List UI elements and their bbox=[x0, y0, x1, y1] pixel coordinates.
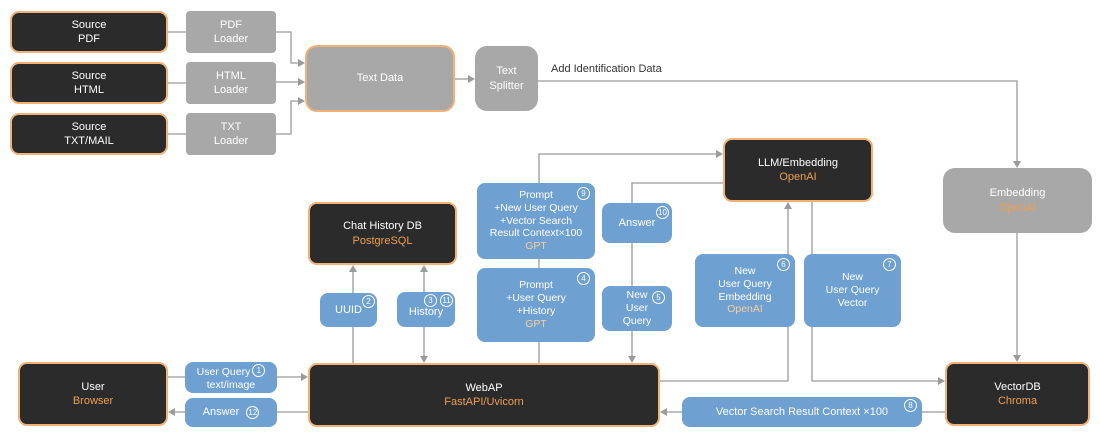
node-subtitle: Loader bbox=[213, 135, 249, 147]
node-new-user-query-5: 5 New User Query bbox=[602, 286, 672, 331]
node-subtitle: Loader bbox=[213, 33, 249, 45]
node-source-txt-mail: Source TXT/MAIL bbox=[10, 113, 168, 155]
node-user-browser: User Browser bbox=[18, 362, 168, 426]
node-txt-loader: TXT Loader bbox=[186, 113, 276, 155]
step-badge: 11 bbox=[440, 294, 453, 307]
step-badge: 10 bbox=[656, 206, 669, 219]
node-line: New bbox=[734, 264, 756, 277]
node-line: Embedding bbox=[718, 290, 772, 303]
node-subtitle: Splitter bbox=[489, 79, 524, 92]
step-badge: 7 bbox=[883, 258, 896, 271]
node-line: User Query bbox=[718, 277, 772, 290]
node-history-3-11: 3 11 History bbox=[397, 292, 455, 327]
node-prompt-9: 9 Prompt +New User Query +Vector Search … bbox=[477, 183, 595, 259]
node-line: New bbox=[626, 289, 648, 302]
node-title: PDF bbox=[220, 18, 242, 31]
node-answer-12: Answer 12 bbox=[185, 398, 277, 427]
step-badge: 12 bbox=[246, 406, 260, 419]
node-title: Source bbox=[71, 18, 107, 31]
node-line: Vector bbox=[837, 296, 868, 309]
node-line: +Vector Search bbox=[499, 214, 573, 227]
step-badge: 5 bbox=[652, 291, 665, 304]
node-line: Result Context×100 bbox=[489, 227, 583, 240]
node-vector-search-result-8: 8 Vector Search Result Context ×100 bbox=[682, 397, 922, 427]
add-identification-data-label: Add Identification Data bbox=[551, 63, 662, 75]
node-title: UUID bbox=[335, 303, 362, 316]
node-webap: WebAP FastAPI/Uvicorn bbox=[308, 363, 660, 427]
node-title: Answer bbox=[618, 216, 656, 229]
node-title: User bbox=[81, 380, 105, 393]
node-new-user-query-embedding-6: 6 New User Query Embedding OpenAI bbox=[695, 254, 795, 327]
node-subtitle: HTML bbox=[74, 84, 104, 96]
node-uuid-2: 2 UUID bbox=[320, 293, 377, 327]
node-line: Prompt bbox=[519, 189, 553, 201]
node-title: HTML bbox=[216, 69, 246, 82]
node-line: User Query bbox=[825, 284, 880, 297]
node-title: TXT bbox=[220, 120, 242, 133]
node-line: Prompt bbox=[519, 279, 553, 292]
step-badge: 9 bbox=[577, 187, 590, 200]
node-line: Query bbox=[622, 314, 652, 327]
node-title: Source bbox=[71, 120, 107, 133]
step-badge: 4 bbox=[577, 272, 590, 285]
node-subtitle: text/image bbox=[206, 378, 256, 391]
node-prompt-4: 4 Prompt +User Query +History GPT bbox=[477, 268, 595, 342]
node-title: Embedding bbox=[989, 187, 1046, 200]
node-title: Vector Search Result Context ×100 bbox=[715, 405, 889, 418]
node-pdf-loader: PDF Loader bbox=[186, 11, 276, 53]
node-tech: OpenAI bbox=[998, 201, 1037, 214]
node-source-html: Source HTML bbox=[10, 62, 168, 104]
node-chat-history-db: Chat History DB PostgreSQL bbox=[308, 202, 457, 265]
step-badge: 2 bbox=[362, 295, 375, 308]
node-title: Chat History DB bbox=[343, 220, 422, 233]
node-subtitle: Loader bbox=[213, 84, 249, 96]
node-title: History bbox=[408, 306, 444, 319]
node-source-pdf: Source PDF bbox=[10, 11, 168, 53]
node-title: WebAP bbox=[465, 381, 503, 394]
node-vectordb: VectorDB Chroma bbox=[945, 362, 1090, 426]
step-badge: 3 bbox=[424, 294, 437, 307]
node-line: +New User Query bbox=[494, 201, 578, 214]
node-llm-embedding: LLM/Embedding OpenAI bbox=[723, 138, 873, 202]
node-tech: PostgreSQL bbox=[352, 234, 413, 247]
node-tech: GPT bbox=[525, 240, 547, 253]
node-tech: GPT bbox=[525, 317, 547, 330]
node-title: LLM/Embedding bbox=[757, 156, 839, 169]
step-badges: 3 11 bbox=[422, 294, 453, 307]
node-new-user-query-vector-7: 7 New User Query Vector bbox=[804, 254, 901, 327]
node-title: Text Data bbox=[356, 72, 404, 85]
node-title-text: User Query bbox=[196, 365, 251, 378]
node-answer-10: 10 Answer bbox=[602, 203, 672, 243]
node-subtitle: TXT/MAIL bbox=[64, 135, 114, 147]
node-tech: OpenAI bbox=[779, 171, 817, 183]
node-text-data: Text Data bbox=[305, 45, 455, 112]
node-tech: Browser bbox=[72, 395, 114, 407]
node-title: Source bbox=[71, 69, 107, 82]
node-title: Text bbox=[496, 65, 517, 78]
node-tech: FastAPI/Uvicorn bbox=[444, 396, 524, 408]
node-title: VectorDB bbox=[994, 380, 1041, 393]
node-title: Answer bbox=[202, 406, 240, 419]
step-badge: 8 bbox=[904, 399, 917, 412]
node-tech: OpenAI bbox=[727, 303, 763, 316]
node-subtitle: PDF bbox=[78, 33, 100, 45]
node-html-loader: HTML Loader bbox=[186, 62, 276, 104]
step-badge: 1 bbox=[252, 363, 266, 377]
node-line: User bbox=[625, 302, 649, 315]
node-line: New bbox=[841, 271, 863, 284]
node-tech: Chroma bbox=[997, 395, 1038, 407]
node-line: +History bbox=[516, 305, 556, 317]
node-embedding: Embedding OpenAI bbox=[943, 168, 1092, 233]
node-line: +User Query bbox=[506, 292, 566, 305]
step-badge: 6 bbox=[777, 258, 790, 271]
node-text-splitter: Text Splitter bbox=[475, 46, 538, 111]
